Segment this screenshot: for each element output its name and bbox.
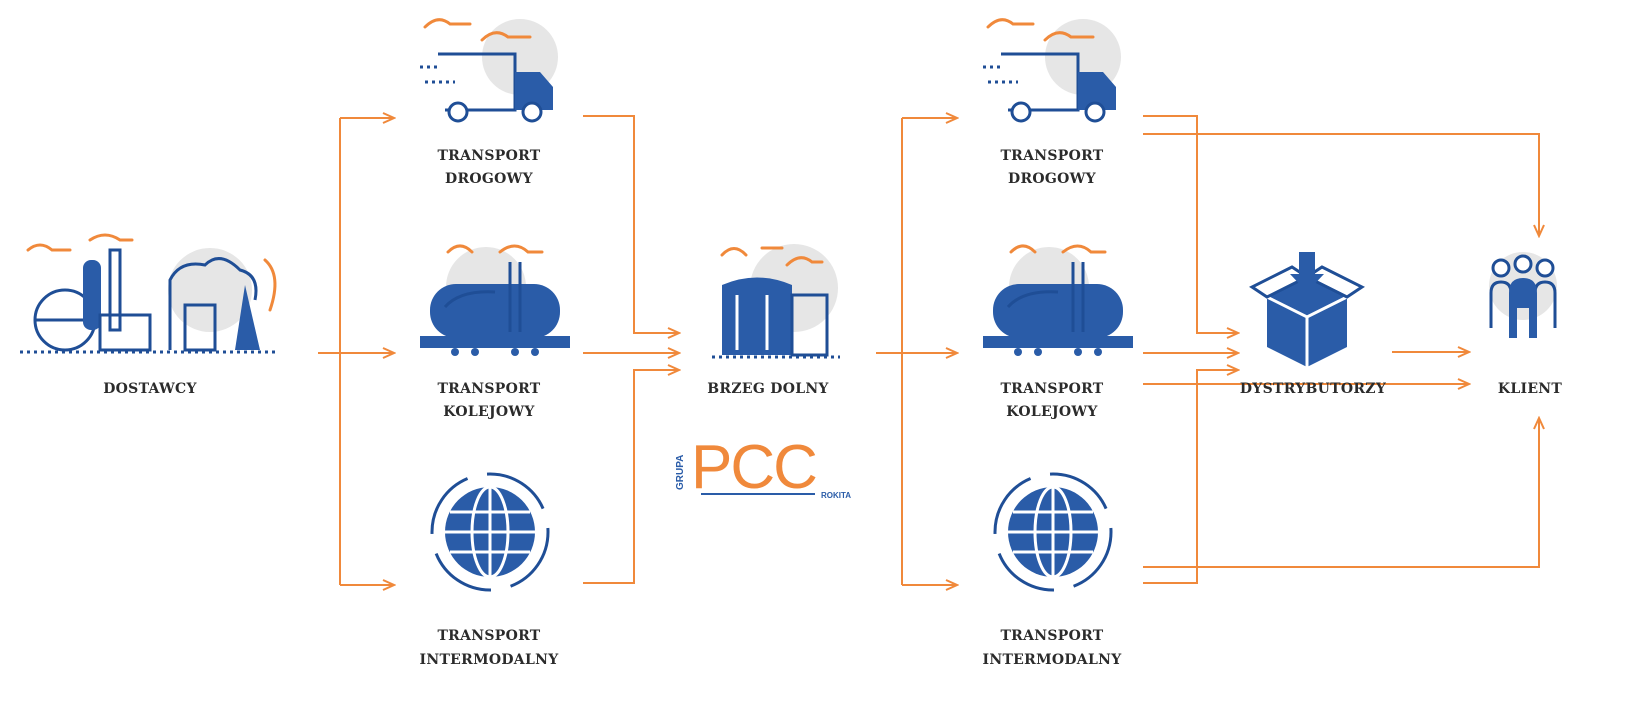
- arrow-drogowy2-klienci: [1143, 133, 1539, 236]
- label-dostawcy: DOSTAWCY: [103, 381, 197, 397]
- arrow-drogowy1-brzeg: [583, 115, 679, 333]
- logo-rokita-text: ROKITA: [821, 491, 851, 500]
- arrow-intermodalny1-brzeg: [583, 370, 679, 584]
- label-transport-drogowy-1-line2: DROGOWY: [445, 171, 534, 187]
- label-klienci: KLIENT: [1498, 381, 1563, 397]
- arrow-intermodalny2-dystrybutorzy: [1143, 370, 1238, 584]
- arrow-drogowy2-dystrybutorzy: [1143, 115, 1238, 333]
- label-transport-kolejowy-2-line1: TRANSPORT: [1000, 381, 1103, 397]
- label-transport-intermodalny-1-line1: TRANSPORT: [437, 628, 540, 644]
- truck-icon: [983, 18, 1121, 123]
- arrow-intermodalny2-klienci: [1143, 418, 1539, 568]
- people-group-icon: [1489, 252, 1557, 338]
- label-transport-drogowy-1-line1: TRANSPORT: [437, 148, 540, 164]
- logo-pcc-mark: PCC: [691, 433, 816, 502]
- label-transport-drogowy-2-line1: TRANSPORT: [1000, 148, 1103, 164]
- rail-tank-car-icon: [420, 244, 570, 356]
- factory-icon: [20, 233, 277, 354]
- rail-tank-car-icon: [983, 244, 1133, 356]
- label-transport-drogowy-2-line2: DROGOWY: [1008, 171, 1097, 187]
- globe-cycle-icon: [993, 472, 1113, 592]
- truck-icon: [420, 18, 558, 123]
- flow-connectors: [318, 116, 1539, 585]
- label-transport-intermodalny-2-line2: INTERMODALNY: [983, 652, 1123, 668]
- node-labels: DOSTAWCY TRANSPORT DROGOWY TRANSPORT KOL…: [103, 148, 1562, 668]
- label-transport-kolejowy-1-line2: KOLEJOWY: [443, 404, 535, 420]
- label-transport-intermodalny-1-line2: INTERMODALNY: [420, 652, 560, 668]
- label-transport-kolejowy-1-line1: TRANSPORT: [437, 381, 540, 397]
- pcc-rokita-logo: GRUPA PCC ROKITA: [675, 433, 851, 502]
- label-transport-kolejowy-2-line2: KOLEJOWY: [1006, 404, 1098, 420]
- globe-cycle-icon: [430, 472, 550, 592]
- logo-grupa-text: GRUPA: [675, 455, 686, 490]
- label-transport-intermodalny-2-line1: TRANSPORT: [1000, 628, 1103, 644]
- box-download-icon: [1249, 252, 1365, 367]
- label-dystrybutorzy: DYSTRYBUTORZY: [1240, 381, 1387, 397]
- storage-tank-icon: [712, 244, 840, 359]
- label-brzeg-dolny: BRZEG DOLNY: [707, 381, 829, 397]
